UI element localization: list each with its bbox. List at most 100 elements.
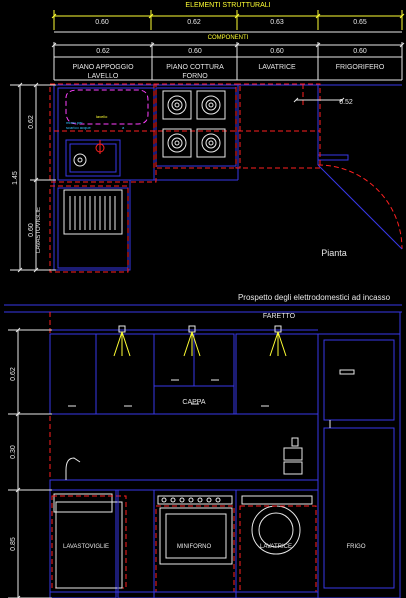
- structural-value: 0.60: [95, 19, 109, 26]
- column-label: PIANO COTTURA: [166, 64, 224, 71]
- column-label: PIANO APPOGGIO: [72, 64, 134, 71]
- plan-title: Pianta: [321, 248, 347, 258]
- component-value: 0.60: [270, 48, 284, 55]
- sink-drain-icon: [73, 153, 87, 167]
- spotlight-beam: [269, 331, 279, 357]
- faucet-icon: [65, 457, 81, 480]
- dim-label: 0.52: [339, 99, 353, 106]
- sink-note: a: [122, 125, 125, 130]
- sink-counter: [57, 87, 155, 181]
- fridge-door-leaf: [317, 164, 403, 250]
- spotlight-icon: [118, 325, 126, 333]
- hob-grate: [196, 128, 226, 158]
- faucet-icon: [95, 143, 105, 153]
- knob-icon: [188, 497, 194, 503]
- appliance-label: LAVATRICE: [260, 544, 292, 550]
- washer-column: [235, 489, 319, 598]
- dim-tick: [33, 82, 39, 88]
- sink-base: [49, 489, 117, 598]
- sink-basin: [65, 139, 121, 177]
- dim-tick: [15, 411, 21, 417]
- sink-component-outline: [49, 83, 157, 183]
- socket-icon: [283, 461, 303, 475]
- dim-tick: [148, 13, 154, 19]
- burner-cap: [174, 140, 180, 146]
- spotlight-icon: [188, 325, 196, 333]
- knob-icon: [179, 497, 185, 503]
- washer-drum: [258, 512, 294, 548]
- component-value: 0.62: [96, 48, 110, 55]
- sink-note: scarico acque: [66, 125, 91, 130]
- burner-cap: [208, 140, 214, 146]
- hob-grate: [162, 90, 192, 120]
- appliance-label: LAVASTOVIGLIE: [63, 544, 109, 550]
- dim-tick: [51, 13, 57, 19]
- dim-tick: [33, 267, 39, 273]
- hood-label: CAPPA: [182, 399, 206, 406]
- structural-title: ELEMENTI STRUTTURALI: [185, 2, 270, 9]
- spotlight-beam: [277, 331, 287, 357]
- burner-icon: [201, 95, 221, 115]
- fridge-bottom-panel: [323, 427, 395, 589]
- sink-bowl-small: [65, 89, 149, 125]
- sink-note: lavello: [96, 114, 108, 119]
- elevation-title: Prospetto degli elettrodomestici ad inca…: [238, 293, 391, 302]
- dishwasher-door: [55, 501, 123, 589]
- dim-tick: [234, 42, 240, 48]
- burner-icon: [167, 133, 187, 153]
- knob-icon: [170, 497, 176, 503]
- dim-label: 0.62: [10, 367, 17, 381]
- knob-icon: [215, 497, 221, 503]
- dishwasher-label: LAVASTOVIGLIE: [36, 207, 42, 253]
- socket-icon: [283, 447, 303, 461]
- sink-drain-core: [77, 157, 83, 163]
- appliance-label: MINIFORNO: [177, 544, 212, 550]
- burner-ring: [205, 137, 217, 149]
- fridge-handle: [317, 154, 349, 161]
- dim-tick: [315, 42, 321, 48]
- structural-value: 0.63: [270, 19, 284, 26]
- burner-ring: [205, 99, 217, 111]
- dim-tick: [399, 13, 405, 19]
- dim-tick: [149, 42, 155, 48]
- column-label: LAVATRICE: [258, 64, 296, 71]
- dim-tick: [234, 13, 240, 19]
- dim-label: 1.45: [12, 171, 19, 185]
- burner-ring: [171, 137, 183, 149]
- dim-tick: [339, 97, 345, 103]
- upper-cabinet-4: [235, 333, 319, 415]
- appliance-label: FRIGO: [347, 544, 366, 550]
- burner-icon: [201, 133, 221, 153]
- dishwasher-cabinet: [57, 187, 129, 269]
- fridge-column: [317, 333, 401, 598]
- fridge-display: [339, 369, 355, 375]
- spotlight-beam: [183, 331, 193, 357]
- sink-note: mixer per: [66, 120, 83, 125]
- component-value: 0.60: [188, 48, 202, 55]
- burner-cap: [208, 102, 214, 108]
- dishwasher-component-outline: [49, 185, 129, 273]
- spotlight-beam: [121, 331, 131, 357]
- dim-tick: [15, 487, 21, 493]
- hob-component-outline: [153, 83, 241, 169]
- hob-grate: [162, 128, 192, 158]
- knob-icon: [161, 497, 167, 503]
- column-label: LAVELLO: [88, 73, 119, 80]
- drainboard-frame: [63, 189, 123, 235]
- burner-icon: [167, 95, 187, 115]
- hob-grate: [196, 90, 226, 120]
- upper-cabinet-2: [95, 333, 155, 415]
- dim-tick: [51, 42, 57, 48]
- worktop: [49, 479, 319, 491]
- spotlight-beam: [191, 331, 201, 357]
- oven-window: [165, 513, 227, 559]
- column-label: FORNO: [182, 73, 208, 80]
- faretto-label: FARETTO: [263, 313, 296, 320]
- washer-component-outline: [235, 83, 321, 169]
- spotlight-beam: [113, 331, 123, 357]
- dim-tick: [15, 327, 21, 333]
- oven-control-strip: [157, 495, 233, 505]
- burner-cap: [174, 102, 180, 108]
- dishwasher-elevation-outline: [51, 495, 127, 589]
